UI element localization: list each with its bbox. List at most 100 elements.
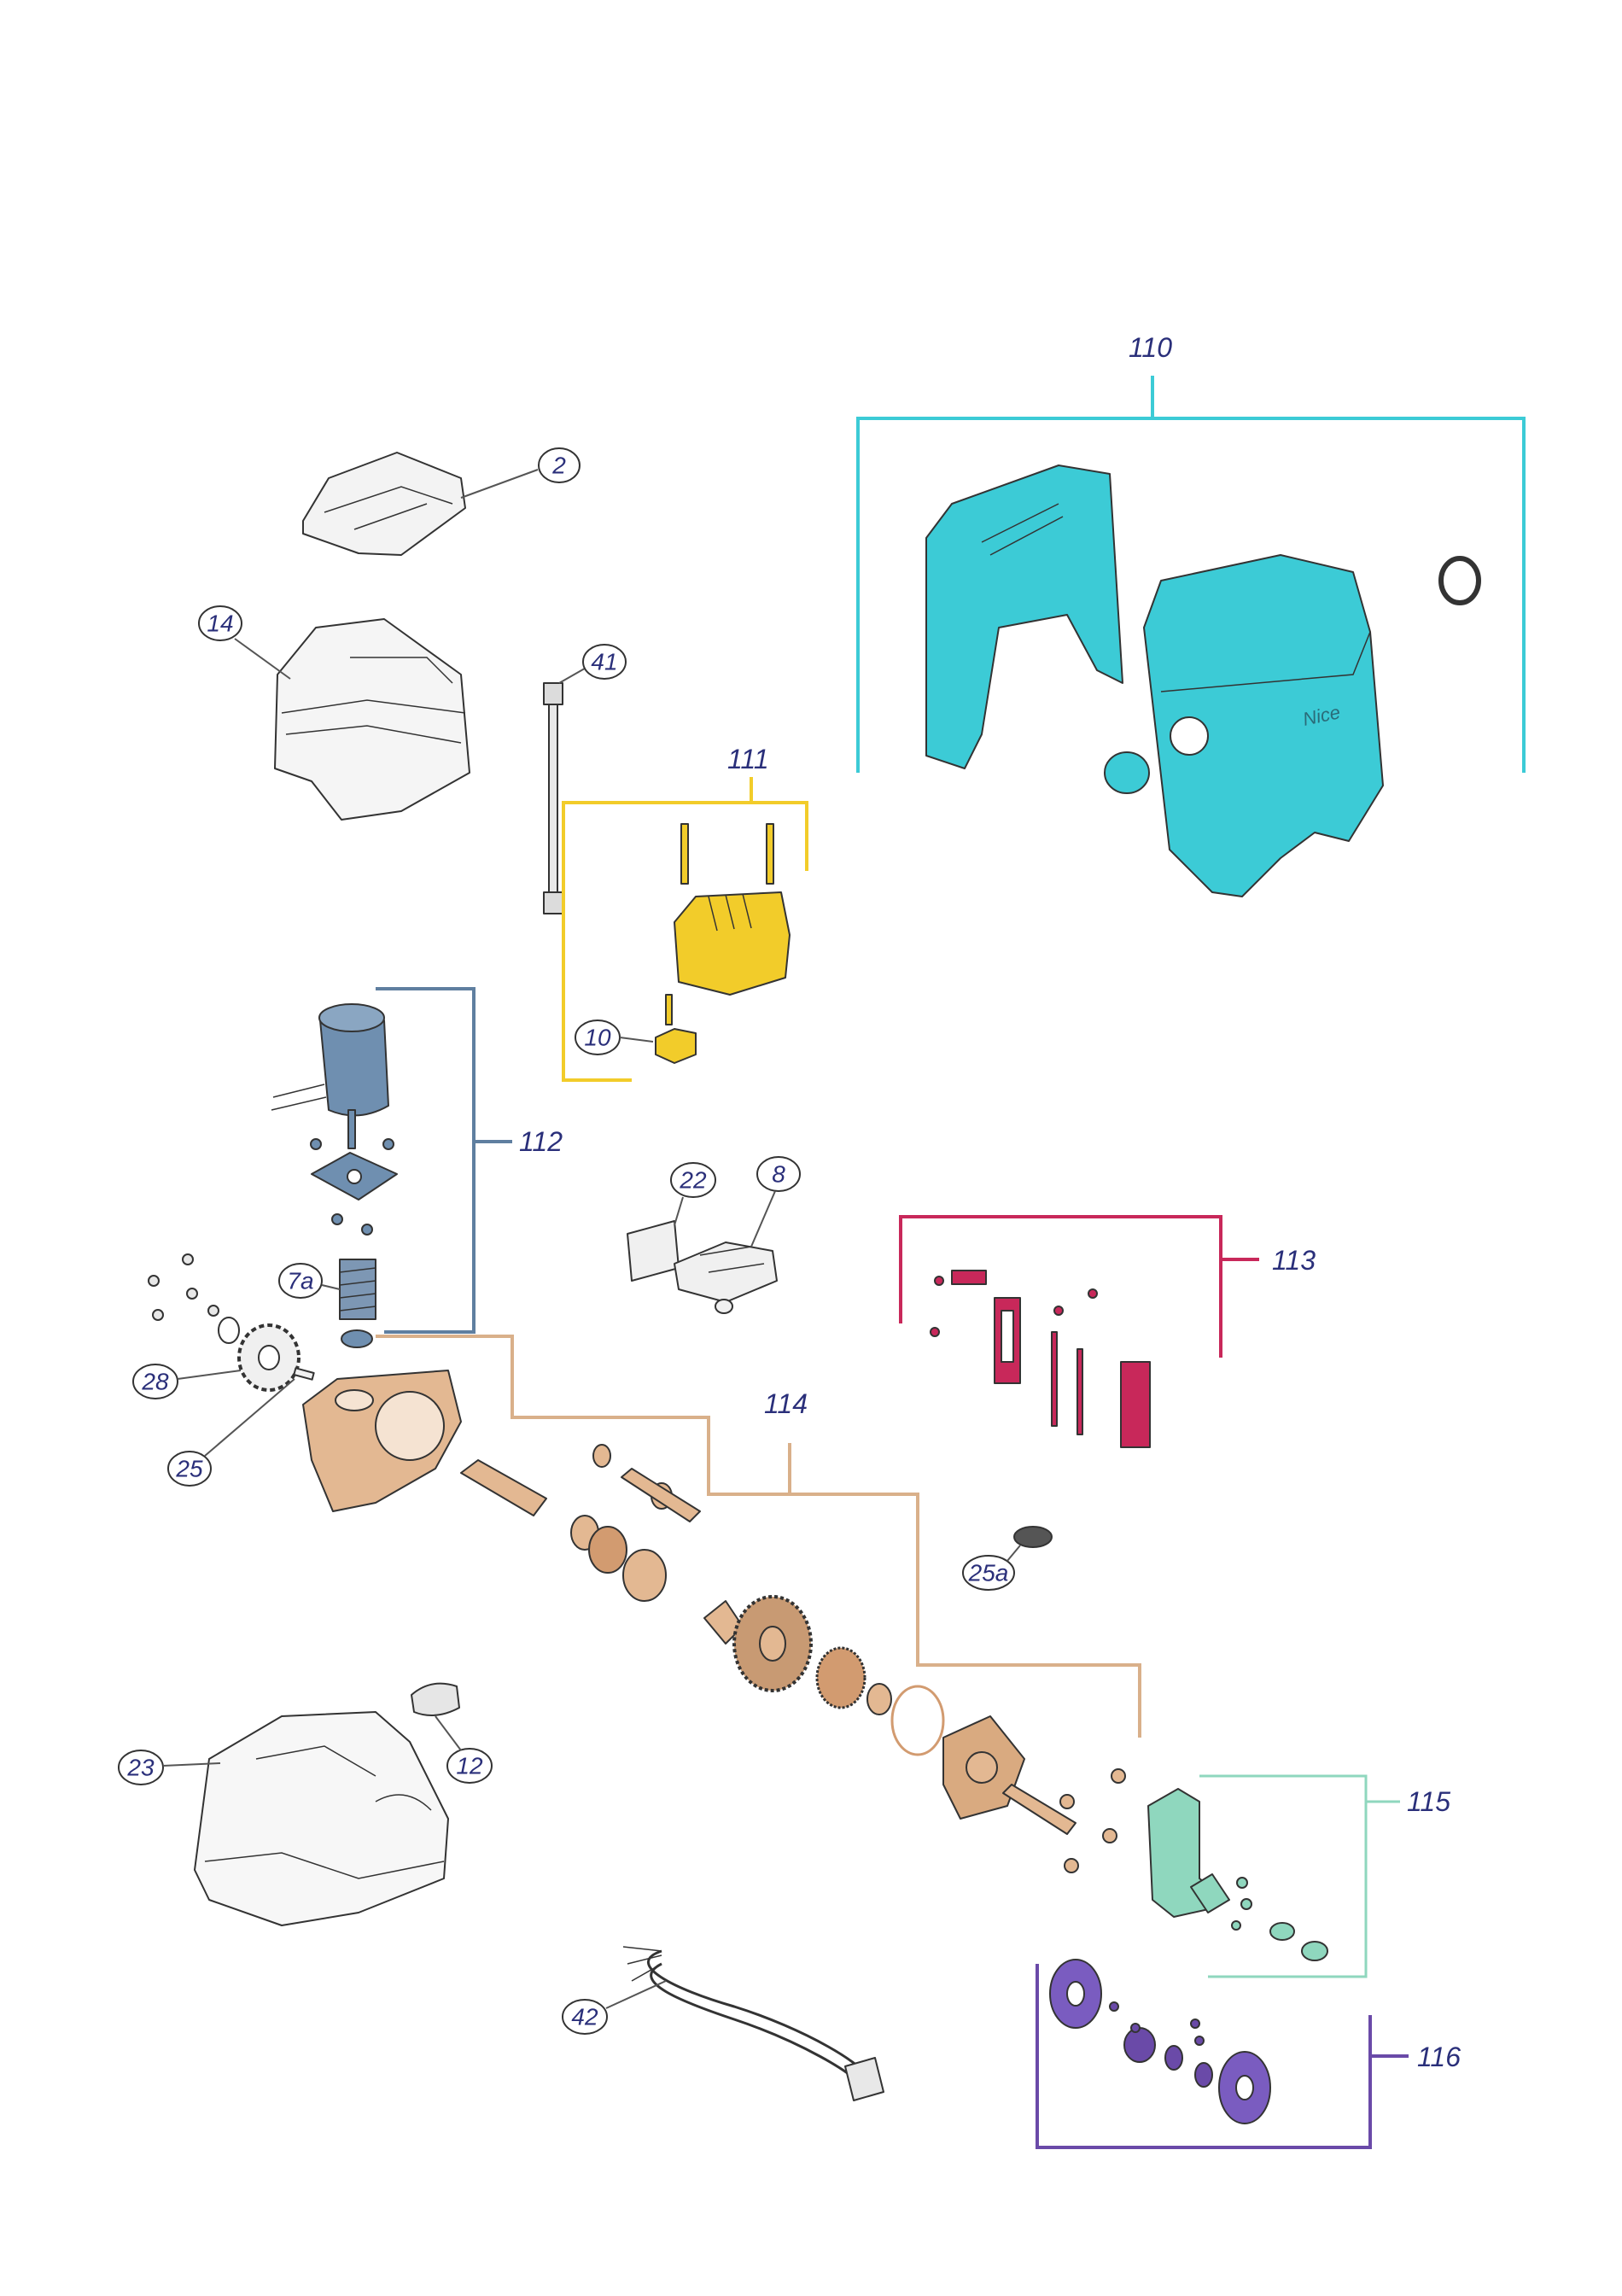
release-screw-c: [1190, 2018, 1200, 2029]
switch-rod-a: [1051, 1331, 1058, 1427]
part-28-25-group: 28 25: [132, 1253, 315, 1487]
washer-28: [218, 1317, 240, 1344]
callout-28: [132, 1364, 178, 1399]
output-shaft-114: [1002, 1784, 1076, 1835]
release-bearing: [1164, 2045, 1183, 2071]
release-disc-a-hub: [1066, 1981, 1085, 2007]
part-14-shape: [274, 618, 470, 821]
main-cover-edge: [1160, 631, 1371, 692]
part-7a-worm: [339, 1259, 376, 1320]
screw-114-c: [1102, 1828, 1117, 1843]
release-screw-b: [1130, 2023, 1141, 2033]
leader-25a: [1006, 1545, 1021, 1562]
part-41-cable: [548, 686, 558, 910]
cover-hole: [1170, 716, 1209, 756]
screw-114-b: [1059, 1794, 1075, 1809]
callout-25a: [962, 1555, 1015, 1591]
screw-111-b: [766, 823, 774, 885]
label-115: 115: [1407, 1786, 1450, 1817]
switch-body-b: [1120, 1361, 1151, 1448]
label-28: 28: [141, 1369, 169, 1395]
motor-wires: [271, 1084, 327, 1111]
group-110-covers: 110 Nice: [856, 332, 1526, 897]
part-42-wire-ends: [622, 1946, 662, 1982]
motor-top: [318, 1003, 385, 1032]
part-28-pinion-hub: [258, 1345, 280, 1370]
release-disc-b-hub: [1235, 2075, 1254, 2100]
motor-screw-a: [310, 1138, 322, 1150]
pin-114: [621, 1468, 701, 1522]
bolt-e: [207, 1305, 219, 1317]
part-2-group: 2: [302, 447, 581, 556]
leader-23: [162, 1762, 221, 1767]
part-7a-thread: [339, 1267, 376, 1312]
part-41-plug-top: [543, 682, 563, 705]
label-14: 14: [207, 611, 233, 637]
encoder-nut-b: [1240, 1898, 1252, 1910]
switch-screw-b: [1088, 1288, 1098, 1299]
part-2-detail: [324, 486, 453, 530]
gearbox-top-hole: [335, 1389, 374, 1411]
part-22-plate: [627, 1220, 680, 1282]
screw-111-a: [680, 823, 689, 885]
switch-screw-c: [1053, 1306, 1064, 1316]
label-8: 8: [772, 1161, 785, 1188]
part-23-12-group: 23 12: [118, 1682, 493, 1926]
part-8-clip: [715, 1299, 733, 1314]
callout-12: [446, 1748, 493, 1784]
part-42-cable: [647, 1949, 872, 2084]
leader-8: [750, 1190, 776, 1247]
part-25-key: [293, 1367, 315, 1381]
leader-25: [204, 1378, 295, 1457]
leader-2: [460, 469, 539, 499]
motor-plate-hole: [347, 1169, 362, 1184]
label-113: 113: [1272, 1245, 1316, 1276]
label-25: 25: [175, 1456, 203, 1482]
screw-114-d: [1064, 1858, 1079, 1873]
leader-14: [234, 638, 291, 680]
label-41: 41: [591, 649, 617, 675]
switch-bracket-a: [951, 1270, 987, 1285]
part-14-group: 14: [198, 605, 470, 821]
release-screw-a: [1109, 2001, 1119, 2012]
bearing-114-c: [866, 1683, 892, 1715]
release-ring: [1194, 2062, 1213, 2088]
callout-25: [167, 1451, 212, 1487]
part-2-shape: [302, 452, 466, 556]
callout-42: [562, 1999, 608, 2035]
bolt-b: [148, 1275, 160, 1287]
motor-shaft: [347, 1109, 356, 1149]
switch-screw-d: [930, 1327, 940, 1337]
label-112: 112: [519, 1126, 563, 1157]
label-22: 22: [679, 1167, 707, 1194]
label-116: 116: [1417, 2042, 1461, 2072]
switch-screw-a: [934, 1276, 944, 1286]
encoder-nut-a: [1236, 1877, 1248, 1889]
motor-screw-b: [382, 1138, 394, 1150]
shaft-114: [460, 1459, 547, 1516]
callout-2: [538, 447, 581, 483]
motor-bearing: [341, 1329, 373, 1348]
release-lever: [1123, 2027, 1156, 2063]
callout-23: [118, 1750, 164, 1785]
callout-14: [198, 605, 242, 641]
leader-42: [605, 1980, 667, 2009]
label-42: 42: [571, 2004, 598, 2030]
transformer-part: [674, 891, 791, 996]
part-10-terminal: [655, 1028, 697, 1064]
encoder-motor: [1190, 1873, 1230, 1913]
bracket-113: [899, 1215, 1222, 1358]
switch-body-a-slot: [1001, 1310, 1014, 1363]
part-23-base: [194, 1711, 449, 1926]
group-114-gearbox: 114: [302, 1335, 1141, 1873]
gearbox-bore: [375, 1391, 445, 1461]
callout-7a: [278, 1263, 323, 1299]
group-113-limit-switch: 113: [899, 1215, 1316, 1448]
bracket-114: [376, 1335, 1141, 1738]
group-115-encoder: 115: [1147, 1774, 1450, 1978]
label-12: 12: [456, 1753, 483, 1779]
release-screw-d: [1194, 2036, 1205, 2046]
side-cover-part: [925, 464, 1123, 769]
group-112-motor: 112 7a: [271, 987, 563, 1348]
